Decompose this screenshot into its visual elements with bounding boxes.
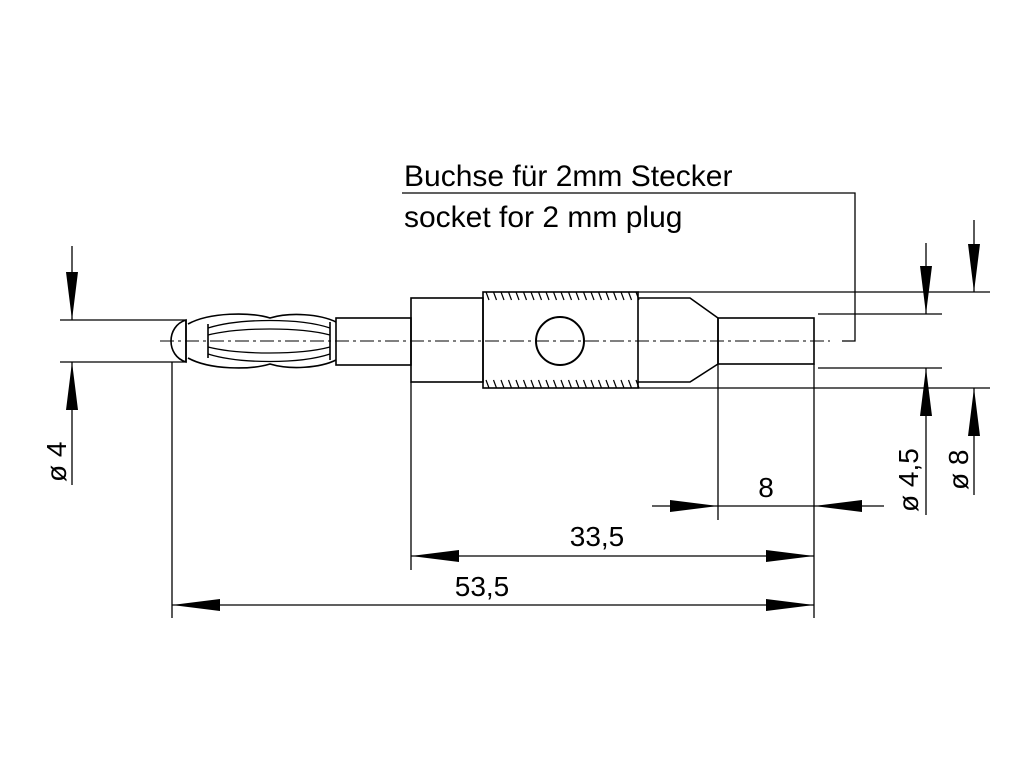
thread-ridge	[485, 291, 490, 301]
thread-ridge	[552, 379, 558, 389]
label-body-length: 33,5	[570, 521, 625, 552]
thread-ridge	[575, 291, 580, 301]
thread-ridge	[597, 291, 603, 301]
plug-tip	[170, 313, 337, 369]
thread-ridge	[537, 379, 543, 389]
thread-ridge	[522, 291, 528, 301]
thread-ridge	[597, 379, 603, 389]
thread-ridge	[605, 379, 610, 389]
thread-ridge	[492, 291, 498, 301]
thread-ridge	[552, 291, 558, 301]
dimension-tip-diameter	[60, 246, 186, 485]
thread-ridge	[620, 379, 625, 389]
thread-ridge	[560, 379, 565, 389]
thread-ridge	[590, 291, 595, 301]
thread-ridge	[507, 291, 513, 301]
label-body-diameter-large: ø 8	[943, 450, 974, 490]
body-front	[410, 297, 484, 383]
thread-ridge	[500, 379, 505, 389]
extension-lines	[171, 362, 815, 618]
thread-ridge	[582, 379, 588, 389]
thread-ridge	[567, 291, 573, 301]
label-rear-length: 8	[758, 472, 774, 503]
label-total-length: 53,5	[455, 571, 510, 602]
label-body-diameter-small: ø 4,5	[893, 448, 924, 512]
thread-ridge	[612, 379, 618, 389]
thread-ridge	[620, 291, 625, 301]
thread-ridge	[545, 291, 550, 301]
label-tip-diameter: ø 4	[41, 442, 72, 482]
dimension-rear-length	[652, 500, 884, 512]
thread-ridge	[635, 379, 640, 389]
dimension-total-length	[172, 599, 814, 611]
dimension-body-length	[411, 550, 814, 562]
thread-ridge	[612, 291, 618, 301]
thread-ridge	[605, 291, 610, 301]
thread-ridge	[530, 379, 535, 389]
thread-ridge	[567, 379, 573, 389]
thread-ridge	[530, 291, 535, 301]
callout-text-english: socket for 2 mm plug	[404, 201, 682, 234]
thread-ridge	[582, 291, 588, 301]
thread-ridge	[485, 379, 490, 389]
thread-ridge	[590, 379, 595, 389]
callout-leader-line	[402, 192, 856, 342]
thread-ridge	[492, 379, 498, 389]
thread-ridge	[515, 379, 520, 389]
threaded-section	[482, 291, 640, 389]
thread-ridge	[515, 291, 520, 301]
thread-ridge	[507, 379, 513, 389]
thread-ridge	[545, 379, 550, 389]
thread-ridge	[575, 379, 580, 389]
thread-ridge	[627, 291, 633, 301]
thread-ridge	[627, 379, 633, 389]
thread-ridge	[560, 291, 565, 301]
thread-ridge	[522, 379, 528, 389]
thread-ridge	[537, 291, 543, 301]
body-taper	[638, 297, 719, 383]
thread-ridge	[500, 291, 505, 301]
dimension-body-diameters	[638, 220, 990, 515]
callout-text-german: Buchse für 2mm Stecker	[404, 160, 732, 193]
